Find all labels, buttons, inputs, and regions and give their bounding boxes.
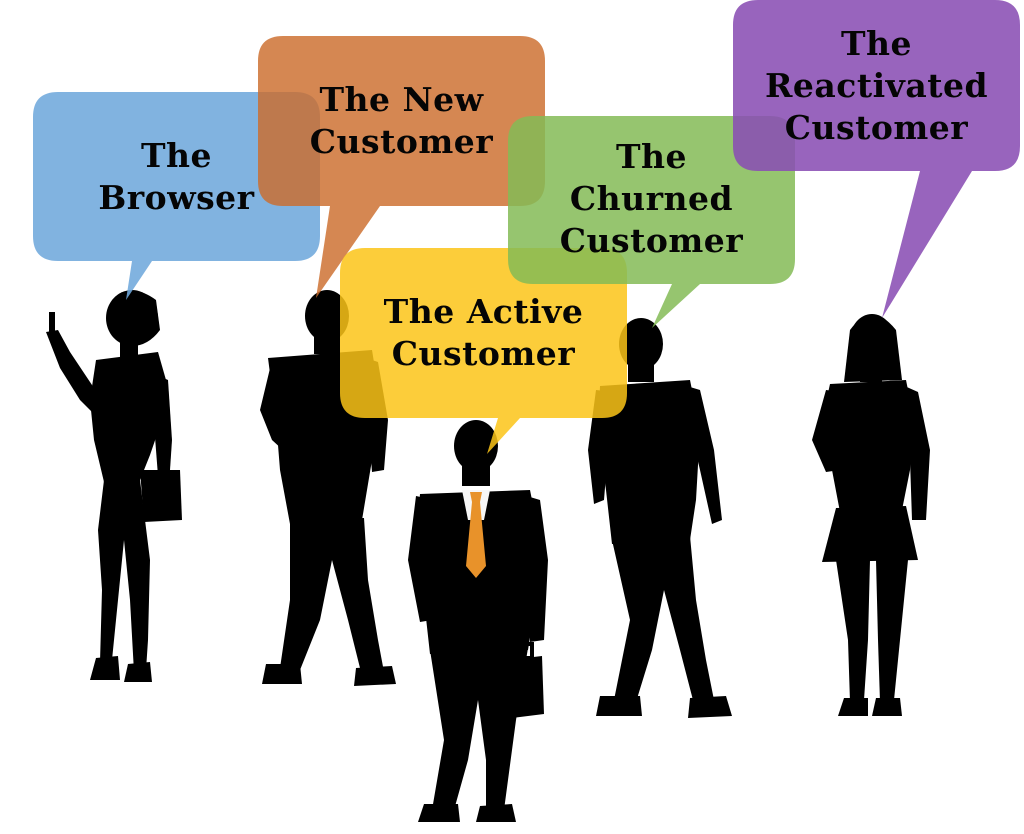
speech-bubble-churned	[508, 116, 795, 328]
speech-bubble-active	[340, 248, 627, 454]
speech-bubble-new	[258, 36, 545, 298]
speech-bubble-browser	[33, 92, 320, 300]
speech-bubble-new-shape	[258, 36, 545, 298]
businessman-silhouette-icon	[408, 420, 548, 822]
woman-silhouette-icon	[812, 314, 930, 716]
speech-bubble-active-shape	[340, 248, 627, 454]
speech-bubble-browser-shape	[33, 92, 320, 300]
tie-icon	[466, 492, 486, 578]
speech-bubble-reactivated-shape	[733, 0, 1020, 318]
woman-phone-silhouette-icon	[46, 290, 182, 682]
speech-bubble-reactivated	[733, 0, 1020, 318]
man-walking-silhouette-icon	[588, 318, 732, 718]
speech-bubble-churned-shape	[508, 116, 795, 328]
